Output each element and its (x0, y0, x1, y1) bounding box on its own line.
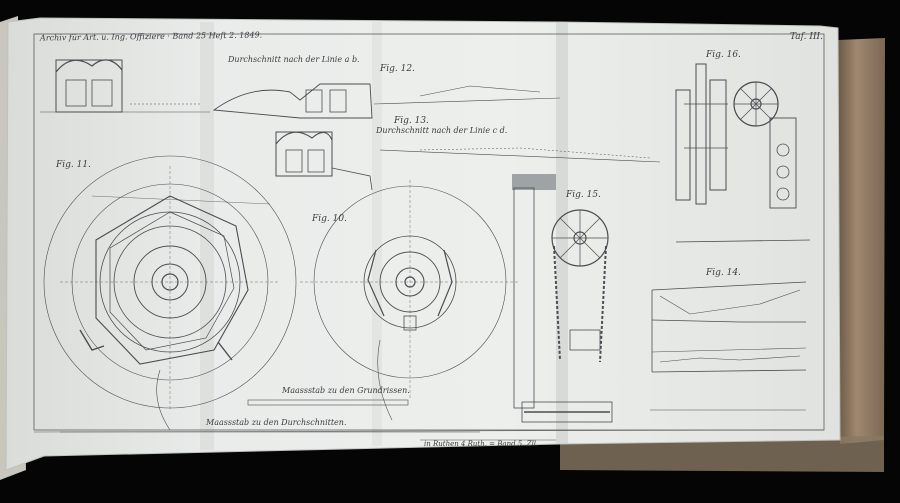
fig14-label: Fig. 14. (706, 268, 741, 278)
fig16-label: Fig. 16. (706, 50, 741, 60)
imprint-label: in Ruthen 4 Ruth. = Band 5. Zll. (424, 440, 539, 448)
fig11-plan (43, 155, 297, 431)
scale-sections-label: Maassstab zu den Durchschnitten. (206, 418, 347, 427)
fig13-label: Fig. 13. (394, 116, 429, 126)
fig15-label: Fig. 15. (566, 190, 601, 200)
section-drawings (40, 59, 661, 191)
folded-plate (5, 17, 841, 471)
fig11-label: Fig. 11. (56, 160, 91, 170)
section-cd-label: Durchschnitt nach der Linie c d. (376, 126, 508, 135)
fig16-machinery (675, 63, 811, 243)
fig14-section (651, 281, 807, 373)
scale-bars (60, 399, 806, 441)
fig12-label: Fig. 12. (380, 64, 415, 74)
section-ab-label: Durchschnitt nach der Linie a b. (228, 55, 360, 64)
scale-ground-label: Maassstab zu den Grundrissen. (282, 386, 410, 395)
fig10-plan (300, 180, 520, 421)
fig15-wheel (512, 174, 613, 423)
plate-number: Taf. III. (790, 32, 823, 42)
fig10-label: Fig. 10. (312, 214, 347, 224)
